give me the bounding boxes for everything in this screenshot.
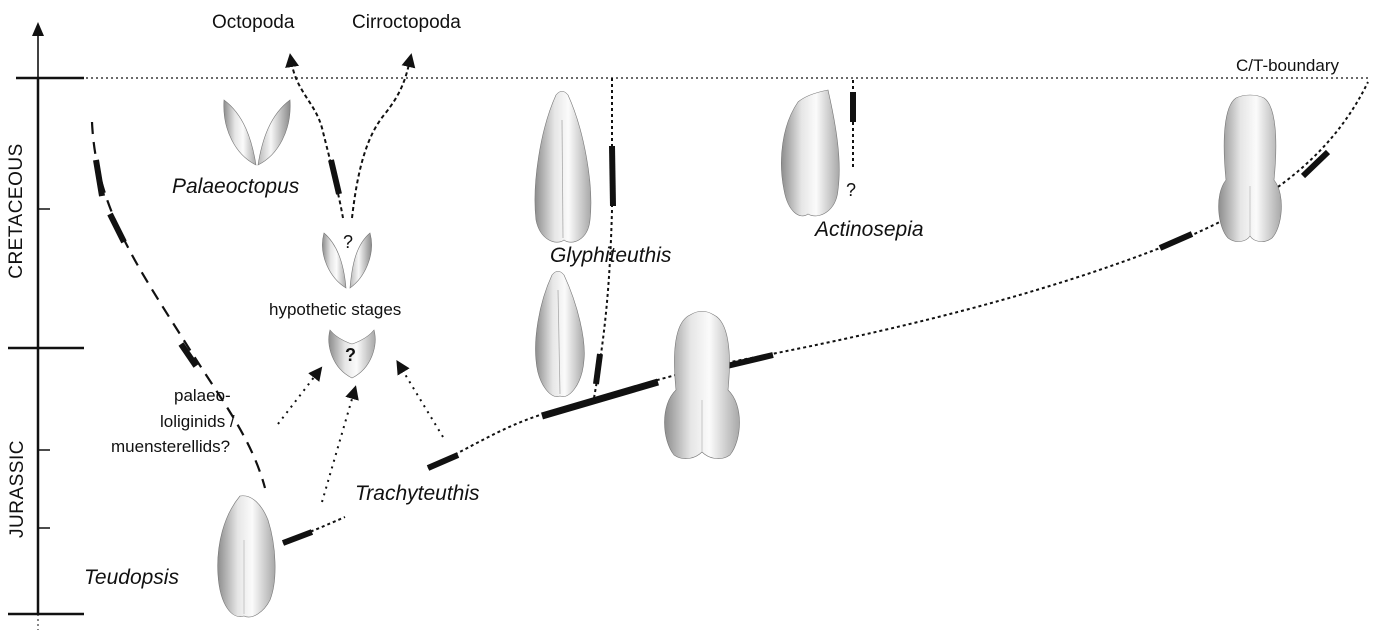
trachyteuthis-gladius-right	[1219, 95, 1282, 242]
palaeololiginids-label-line1: palaeo-	[174, 386, 231, 406]
glyphiteuthis-gladius-lower	[536, 271, 585, 396]
trachyteuthis-label: Trachyteuthis	[355, 482, 480, 506]
palaeololiginid-range-1	[96, 160, 102, 196]
palaeoctopus-gladius	[224, 100, 290, 165]
glyphiteuthis-range-1	[612, 146, 613, 206]
cirroctopoda-branch	[352, 60, 410, 218]
question-mark-actinosepia: ?	[846, 180, 856, 201]
arrow-from-trachyteuthis	[400, 366, 443, 437]
hypothetic-stages-label: hypothetic stages	[269, 300, 401, 320]
ct-boundary-label: C/T-boundary	[1236, 56, 1339, 76]
actinosepia-label: Actinosepia	[815, 218, 924, 242]
palaeololiginid-range-2	[110, 214, 124, 242]
glyphiteuthis-label: Glyphiteuthis	[550, 244, 671, 268]
glyphiteuthis-range-2	[596, 354, 600, 384]
trachyteuthis-range-1	[428, 455, 458, 468]
palaeoctopus-label: Palaeoctopus	[172, 175, 299, 199]
teudopsis-label: Teudopsis	[84, 566, 179, 590]
trachyteuthis-range-4	[1160, 234, 1192, 248]
axis-arrow-icon	[32, 22, 44, 36]
glyphiteuthis-lineage	[594, 78, 612, 398]
octopoda-range-bar	[331, 160, 339, 194]
period-cretaceous: CRETACEOUS	[6, 141, 28, 281]
arrow-from-teudopsis	[322, 392, 354, 502]
cirroctopoda-label: Cirroctopoda	[352, 12, 461, 34]
trachyteuthis-gladius-mid	[665, 311, 740, 458]
period-jurassic: JURASSIC	[7, 429, 29, 549]
octopoda-label: Octopoda	[212, 12, 294, 34]
teudopsis-gladius	[218, 496, 275, 617]
question-mark-lower: ?	[345, 345, 356, 366]
palaeololiginids-label-line3: muensterellids?	[111, 437, 230, 457]
glyphiteuthis-gladius-upper	[535, 91, 591, 242]
arrow-from-palaeololiginids	[278, 372, 318, 424]
question-mark-upper: ?	[343, 232, 353, 253]
actinosepia-gladius	[781, 90, 839, 216]
teudopsis-range-bar	[283, 532, 312, 543]
palaeololiginids-label-line2: loliginids /	[160, 412, 235, 432]
